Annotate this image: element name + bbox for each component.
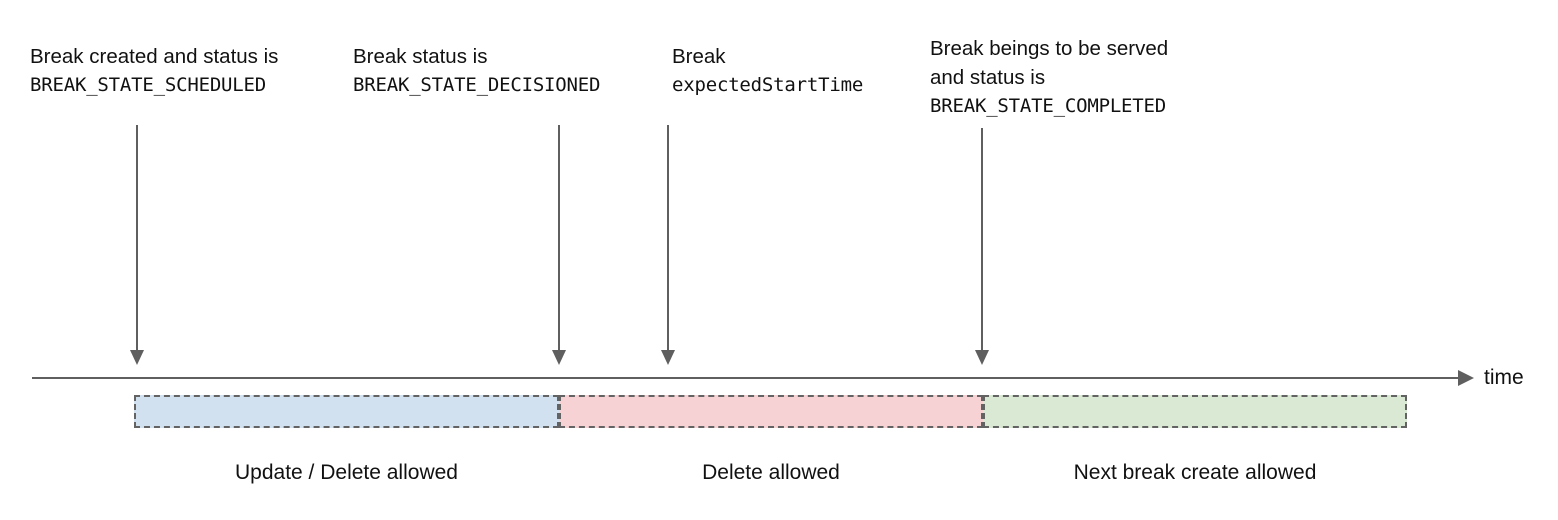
event-label-completed-line2: and status is	[930, 66, 1046, 89]
event-label-scheduled-line1: Break created and status is	[30, 45, 279, 68]
event-label-expected-start-time-field: expectedStartTime	[672, 74, 864, 96]
event-label-completed-line1: Break beings to be served	[930, 37, 1169, 60]
arrow-head-down-icon	[975, 350, 989, 365]
phase-bar-update-delete	[134, 395, 559, 428]
event-label-scheduled-state: BREAK_STATE_SCHEDULED	[30, 74, 267, 96]
event-arrow-scheduled	[129, 125, 145, 365]
time-axis-label: time	[1484, 366, 1524, 389]
event-arrow-decisioned	[551, 125, 567, 365]
event-label-decisioned-state: BREAK_STATE_DECISIONED	[353, 74, 601, 96]
arrow-shaft	[667, 125, 669, 350]
arrow-head-down-icon	[552, 350, 566, 365]
arrow-head-down-icon	[130, 350, 144, 365]
event-arrow-expected-start-time	[660, 125, 676, 365]
phase-bar-delete-only	[559, 395, 983, 428]
phase-caption-update-delete: Update / Delete allowed	[235, 461, 458, 484]
time-axis-line	[32, 377, 1460, 379]
event-label-scheduled: Break created and status is BREAK_STATE_…	[30, 42, 278, 100]
event-label-completed: Break beings to be served and status is …	[930, 34, 1168, 121]
event-label-expected-start-time-line1: Break	[672, 45, 726, 68]
arrow-shaft	[558, 125, 560, 350]
arrow-head-down-icon	[661, 350, 675, 365]
event-label-completed-state: BREAK_STATE_COMPLETED	[930, 95, 1167, 117]
phase-caption-delete-only: Delete allowed	[702, 461, 840, 484]
event-label-decisioned: Break status is BREAK_STATE_DECISIONED	[353, 42, 600, 100]
arrow-shaft	[981, 128, 983, 350]
event-label-decisioned-line1: Break status is	[353, 45, 488, 68]
phase-caption-next-break-create: Next break create allowed	[1073, 461, 1317, 484]
phase-bar-next-break-create	[983, 395, 1407, 428]
event-arrow-completed	[974, 128, 990, 365]
arrow-shaft	[136, 125, 138, 350]
event-label-expected-start-time: Break expectedStartTime	[672, 42, 863, 100]
time-axis-arrow-head-icon	[1458, 370, 1474, 386]
